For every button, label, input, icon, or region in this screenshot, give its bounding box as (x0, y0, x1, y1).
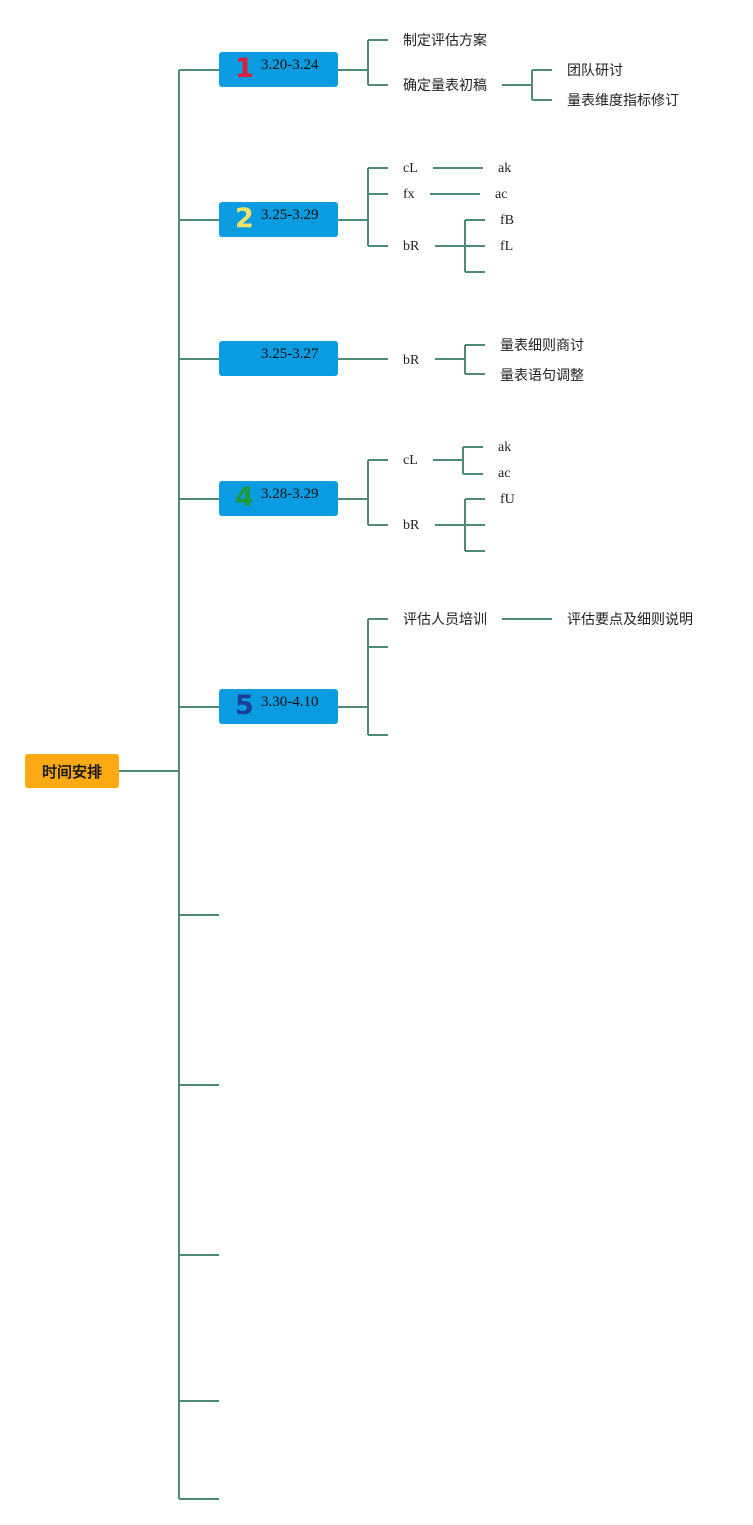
leaf-p3-a[interactable]: bR (403, 353, 420, 368)
p2-connector (338, 167, 388, 247)
leaf-p4-a2[interactable]: ac (498, 466, 511, 481)
phase-number-1: 1 (235, 53, 254, 84)
p4-connector (338, 459, 388, 526)
p2-c-connector (435, 219, 485, 273)
leaf-p2-c2[interactable]: fL (500, 239, 514, 254)
leaf-p1-a[interactable]: 制定评估方案 (403, 33, 487, 49)
leaf-p1-b1[interactable]: 团队研讨 (567, 63, 623, 79)
phase-node-2[interactable]: 2 3.25-3.29 (219, 202, 338, 237)
leaf-p2-b1[interactable]: ac (495, 187, 508, 202)
leaf-p3-a2[interactable]: 量表语句调整 (500, 368, 584, 384)
leaf-p1-b[interactable]: 确定量表初稿 (403, 78, 487, 94)
phase-node-5[interactable]: 5 3.30-4.10 (219, 689, 338, 724)
leaf-p4-b1[interactable]: fU (500, 492, 515, 507)
phase-range-2: 3.25-3.29 (261, 207, 319, 223)
leaf-p2-a1[interactable]: ak (498, 161, 512, 176)
p4-b-connector (435, 498, 485, 552)
leaf-p4-b[interactable]: bR (403, 518, 420, 533)
root-label: 时间安排 (41, 762, 102, 781)
phase-number-4: 4 (235, 482, 254, 513)
phase-range-1: 3.20-3.24 (261, 57, 319, 73)
p3-a-connector (435, 344, 485, 375)
leaf-p5-a1[interactable]: 评估要点及细则说明 (567, 612, 693, 628)
phase-node-3[interactable]: 3.25-3.27 (219, 341, 338, 376)
p5-connector (338, 618, 388, 736)
leaf-p4-a1[interactable]: ak (498, 440, 512, 455)
leaf-p2-a[interactable]: cL (403, 161, 418, 176)
leaf-p2-b[interactable]: fx (403, 187, 415, 202)
leaf-p5-a[interactable]: 评估人员培训 (403, 612, 487, 628)
phase-node-4[interactable]: 4 3.28-3.29 (219, 481, 338, 516)
phase-number-5: 5 (235, 690, 254, 721)
p1-connector (338, 39, 388, 86)
leaf-p1-b2[interactable]: 量表维度指标修订 (567, 93, 679, 109)
p4-a-connector (433, 446, 483, 475)
leaf-p2-c[interactable]: bR (403, 239, 420, 254)
phase-range-4: 3.28-3.29 (261, 486, 319, 502)
phase-range-5: 3.30-4.10 (261, 694, 319, 710)
phase-number-2: 2 (235, 203, 254, 234)
leaf-p3-a1[interactable]: 量表细则商讨 (500, 338, 584, 354)
phase-node-1[interactable]: 1 3.20-3.24 (219, 52, 338, 87)
phase-range-3: 3.25-3.27 (261, 346, 319, 362)
p1-b-connector (502, 69, 552, 101)
root-node[interactable]: 时间安排 (25, 754, 119, 788)
leaf-p4-a[interactable]: cL (403, 453, 418, 468)
leaf-p2-c1[interactable]: fB (500, 213, 514, 228)
